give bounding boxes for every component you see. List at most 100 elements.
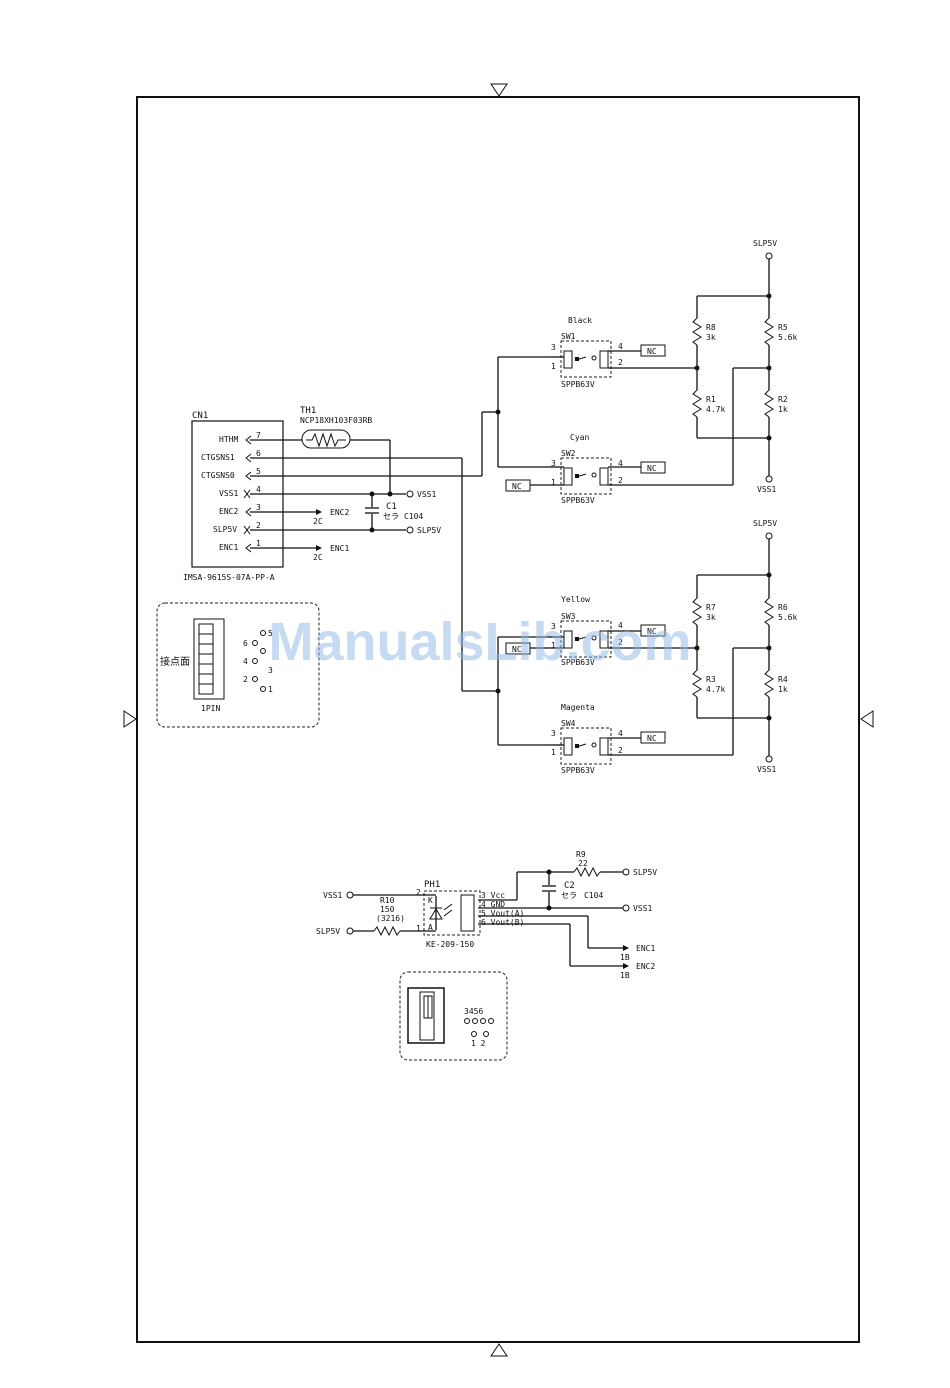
switch-color-label: Cyan <box>570 433 589 442</box>
inset-top-numbers: 3456 <box>464 1007 483 1016</box>
ph1-pin-gnd: 4 GND <box>481 900 505 909</box>
th1-ref: TH1 <box>300 406 316 416</box>
resistor-value: 4.7k <box>706 405 725 414</box>
enc2-flag <box>316 509 322 515</box>
cn1-pin-number: 3 <box>256 503 261 512</box>
ph1-pin2: 2 <box>416 888 421 897</box>
c1-type: セラ <box>383 512 399 521</box>
inset-pin-number: 1 <box>268 685 273 694</box>
ph1-pin-voutb: 6 Vout(B) <box>481 918 524 927</box>
c2-value: C104 <box>584 891 603 900</box>
resistor-value: 150 <box>380 905 395 914</box>
inset-pin-number: 2 <box>243 675 248 684</box>
ph1-pin-a: A <box>428 923 433 932</box>
net-label-vss1: VSS1 <box>323 891 342 900</box>
frame-marker-left <box>123 710 137 728</box>
switch-part: SPPB63V <box>561 496 595 505</box>
resistor-ref: R10 <box>380 896 395 905</box>
switch-pin: 3 <box>551 459 556 468</box>
net-label-slp5v: SLP5V <box>316 927 340 936</box>
switch-ref: SW3 <box>561 612 576 621</box>
cn1-wiring <box>250 411 498 692</box>
switch-ref: SW4 <box>561 719 576 728</box>
resistor-value: 5.6k <box>778 333 797 342</box>
switch-sw1: Black SW1 3 1 4 2 SPPB63V NC <box>548 316 697 389</box>
resistor-value: 3k <box>706 613 716 622</box>
thermistor-th1: TH1 NCP18XH103F03RB <box>300 406 372 449</box>
enc1-flag <box>316 545 322 551</box>
switch-pin: 4 <box>618 621 623 630</box>
nc-tag: NC <box>647 734 657 743</box>
net-label-vss1: VSS1 <box>633 904 652 913</box>
net-label-enc1: ENC1 <box>330 544 349 553</box>
resistor-ref: R2 <box>778 395 788 404</box>
resistor-value: 22 <box>578 859 588 868</box>
contact-face-label: 接点面 <box>160 655 190 668</box>
inset-pin-number: 4 <box>243 657 248 666</box>
switch-pin: 4 <box>618 729 623 738</box>
cn1-pin-name: VSS1 <box>219 489 238 498</box>
switch-pin: 3 <box>551 729 556 738</box>
inset-pin-number: 6 <box>243 639 248 648</box>
ph1-part: KE-209-150 <box>426 940 474 949</box>
switch-pin: 4 <box>618 342 623 351</box>
nc-tag: NC <box>647 627 657 636</box>
resistor-ref: R6 <box>778 603 788 612</box>
cn1-ref: CN1 <box>192 411 208 421</box>
switch-sw3: Yellow SW3 3 1 4 2 SPPB63V NC NC <box>505 595 697 667</box>
inset-pin-number: 5 <box>268 629 273 638</box>
ph1-ref: PH1 <box>424 880 440 890</box>
net-label-slp5v: SLP5V <box>753 519 777 528</box>
net-label-vss1: VSS1 <box>757 765 776 774</box>
net-label-slp5v: SLP5V <box>753 239 777 248</box>
switch-ref: SW1 <box>561 332 576 341</box>
net-label-enc2: ENC2 <box>330 508 349 517</box>
switch-pin: 2 <box>618 746 623 755</box>
cn1-pin-number: 4 <box>256 485 261 494</box>
enc2-out-sheet-ref: 1B <box>620 971 630 980</box>
frame-marker-right <box>860 710 874 728</box>
cn1-pin-name: SLP5V <box>213 525 237 534</box>
switch-pin: 2 <box>618 638 623 647</box>
cn1-pin-number: 7 <box>256 431 261 440</box>
resistor-network-bottom: SLP5V VSS1 R7 3k R6 5.6k R3 4.7k R4 1k <box>692 519 797 774</box>
cn1-pin-name: ENC1 <box>219 543 238 552</box>
switch-pin: 3 <box>551 622 556 631</box>
resistor-network-top: SLP5V VSS1 R8 3k R5 5.6k R1 4.7k R2 1k <box>692 239 797 494</box>
ph1-pin-vcc: 3 Vcc <box>481 891 505 900</box>
c1-ref: C1 <box>386 502 397 512</box>
switch-bus-wiring <box>495 356 548 746</box>
resistor-ref: R7 <box>706 603 716 612</box>
switch-ref: SW2 <box>561 449 576 458</box>
resistor-ref: R3 <box>706 675 716 684</box>
connector-cn1: CN1 IMSA-9615S-07A-PP-A HTHM 7 CTGSNS1 6… <box>183 411 284 582</box>
cn1-part: IMSA-9615S-07A-PP-A <box>183 573 275 582</box>
c1-value: C104 <box>404 512 423 521</box>
cn1-pin-name: HTHM <box>219 435 238 444</box>
inset-bottom-numbers: 1 2 <box>471 1039 486 1048</box>
cn1-pin-number: 6 <box>256 449 261 458</box>
cn1-pin-name: CTGSNS0 <box>201 471 235 480</box>
pin1-label: 1PIN <box>201 704 220 713</box>
resistor-ref: R8 <box>706 323 716 332</box>
ph1-pin1: 1 <box>416 924 421 933</box>
watermark: ManualsLib.com <box>268 612 691 672</box>
switch-pin: 1 <box>551 478 556 487</box>
cn1-pin-name: ENC2 <box>219 507 238 516</box>
resistor-value: 1k <box>778 685 788 694</box>
inset-pin-number: 3 <box>268 666 273 675</box>
th1-part: NCP18XH103F03RB <box>300 416 372 425</box>
resistor-ref: R9 <box>576 850 586 859</box>
nc-tag: NC <box>512 645 522 654</box>
ph1-pin-vouta: 5 Vout(A) <box>481 909 524 918</box>
net-label-enc1: ENC1 <box>636 944 655 953</box>
switch-part: SPPB63V <box>561 658 595 667</box>
resistor-ref: R5 <box>778 323 788 332</box>
enc1-sheet-ref: 2C <box>313 553 323 562</box>
enc1-out-sheet-ref: 1B <box>620 953 630 962</box>
resistor-value: 4.7k <box>706 685 725 694</box>
photo-interrupter-ph1: PH1 KE-209-150 K A 2 1 3 Vcc 4 GND 5 Vou… <box>416 880 524 949</box>
c2-ref: C2 <box>564 881 575 891</box>
resistor-value: 1k <box>778 405 788 414</box>
